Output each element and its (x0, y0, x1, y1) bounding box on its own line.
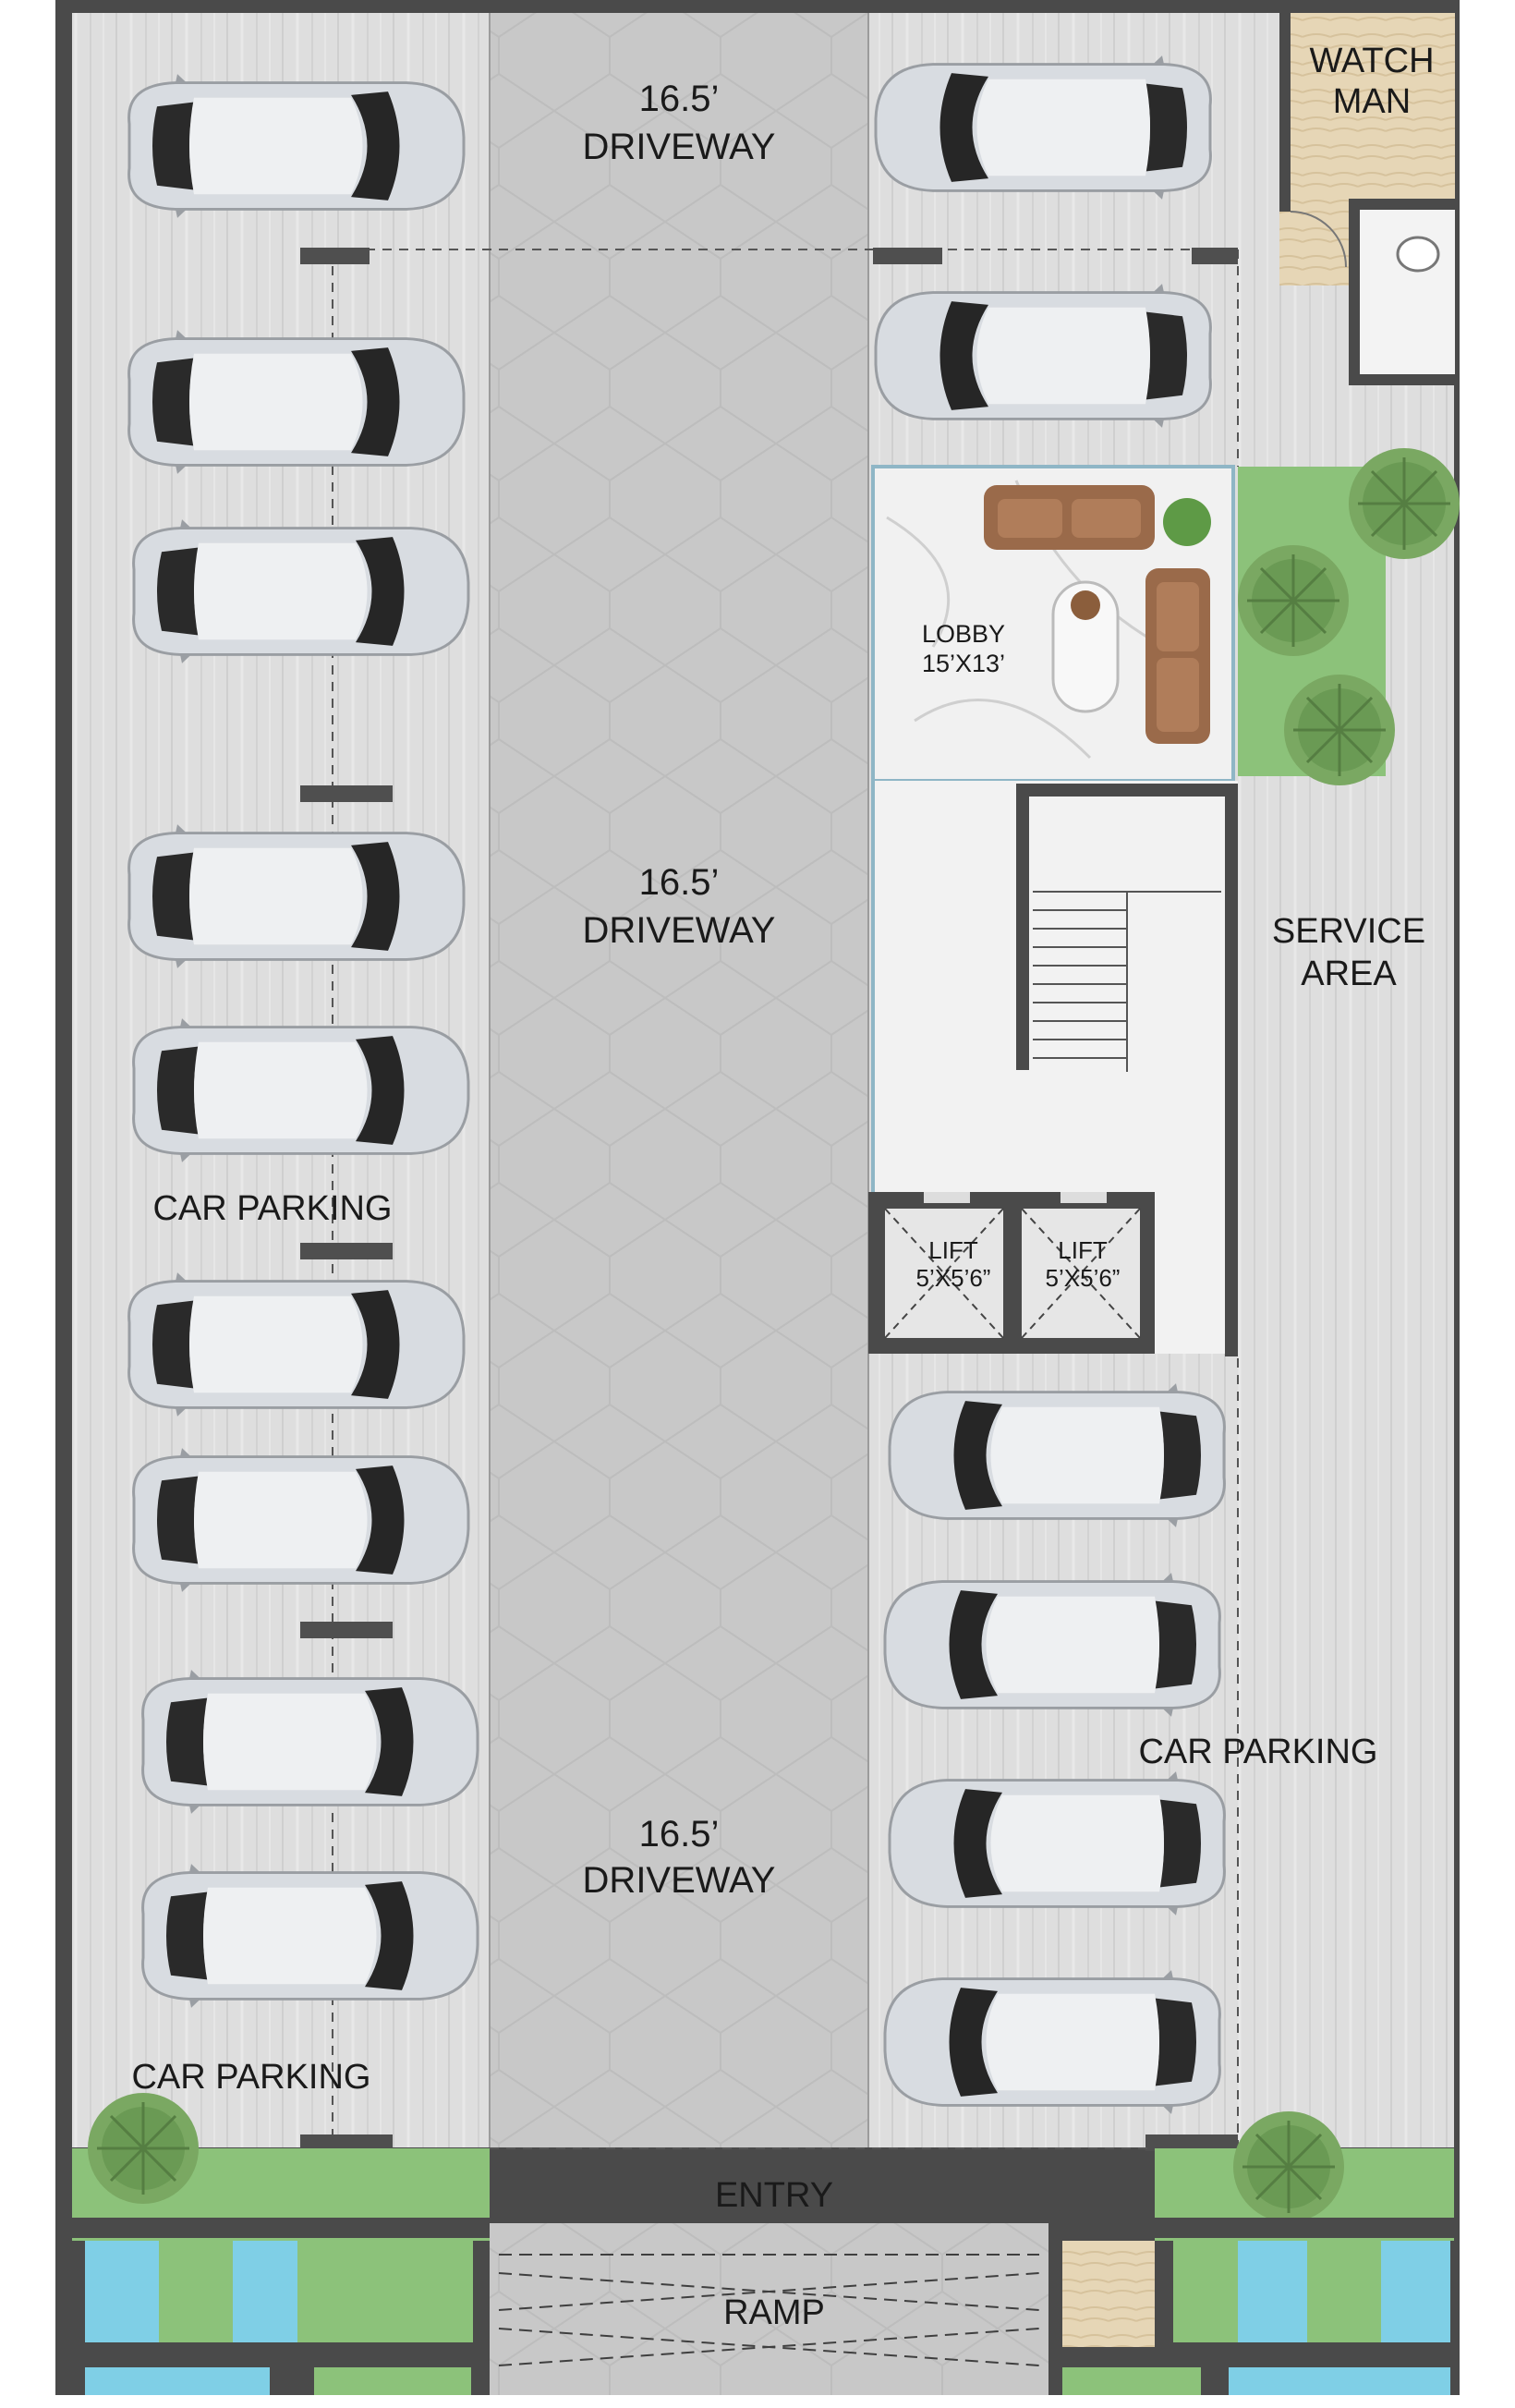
toilet-icon (1396, 236, 1440, 273)
sofa-icon (984, 485, 1210, 744)
car-icon (127, 1271, 466, 1418)
watchman-label-line2: MAN (1333, 82, 1411, 121)
planter-left (159, 2241, 233, 2342)
car-icon (883, 1968, 1221, 2116)
driveway-top-label: DRIVEWAY (583, 127, 776, 167)
car-parking-label-left-upper: CAR PARKING (152, 1189, 392, 1228)
car-icon (141, 1862, 479, 2010)
driveway-bottom-label: DRIVEWAY (583, 1860, 776, 1901)
car-icon (127, 822, 466, 970)
left-parking-cars (127, 72, 479, 2010)
service-area-label-line2: AREA (1301, 955, 1397, 993)
service-area-label-line1: SERVICE (1272, 912, 1425, 951)
car-icon (141, 1668, 479, 1816)
car-parking-label-left-lower: CAR PARKING (131, 2058, 370, 2097)
car-icon (132, 1016, 470, 1164)
watchman-label-line1: WATCH (1309, 42, 1434, 80)
car-icon (888, 1770, 1226, 1917)
driveway-top-size: 16.5’ (639, 79, 720, 119)
car-icon (883, 1571, 1221, 1719)
planter-right (1307, 2241, 1381, 2342)
lift-right-size: 5’X5’6” (1046, 1264, 1121, 1292)
water-feature-left (85, 2241, 159, 2342)
driveway-mid-size: 16.5’ (639, 862, 720, 903)
car-icon (874, 282, 1212, 430)
lift-right-label: LIFT (1058, 1236, 1108, 1264)
car-icon (874, 54, 1212, 201)
coffee-table-icon (1051, 580, 1120, 713)
entry-label: ENTRY (715, 2176, 833, 2215)
lift-left-label: LIFT (928, 1236, 978, 1264)
lift-left-size: 5’X5’6” (916, 1264, 991, 1292)
driveway-mid-label: DRIVEWAY (583, 910, 776, 951)
plant-icon (1163, 498, 1211, 546)
car-icon (127, 72, 466, 220)
tree-icon (86, 2091, 200, 2206)
driveway (490, 13, 868, 2147)
lobby-label: LOBBY (922, 620, 1005, 648)
tree-icon (1231, 2110, 1346, 2224)
ramp-label: RAMP (723, 2293, 825, 2332)
car-icon (888, 1381, 1226, 1529)
driveway-bottom-size: 16.5’ (639, 1814, 720, 1855)
water-feature-right (1238, 2241, 1307, 2342)
tree-icon (1347, 446, 1461, 561)
lobby-size: 15’X13’ (922, 650, 1005, 677)
car-parking-label-right: CAR PARKING (1138, 1733, 1377, 1771)
tree-icon (1236, 543, 1351, 658)
column-markers (300, 248, 1238, 2151)
ramp (490, 2218, 1048, 2408)
staircase (1033, 891, 1221, 1072)
car-icon (132, 517, 470, 665)
car-icon (132, 1446, 470, 1594)
tree-icon (1282, 673, 1397, 787)
car-icon (127, 328, 466, 476)
